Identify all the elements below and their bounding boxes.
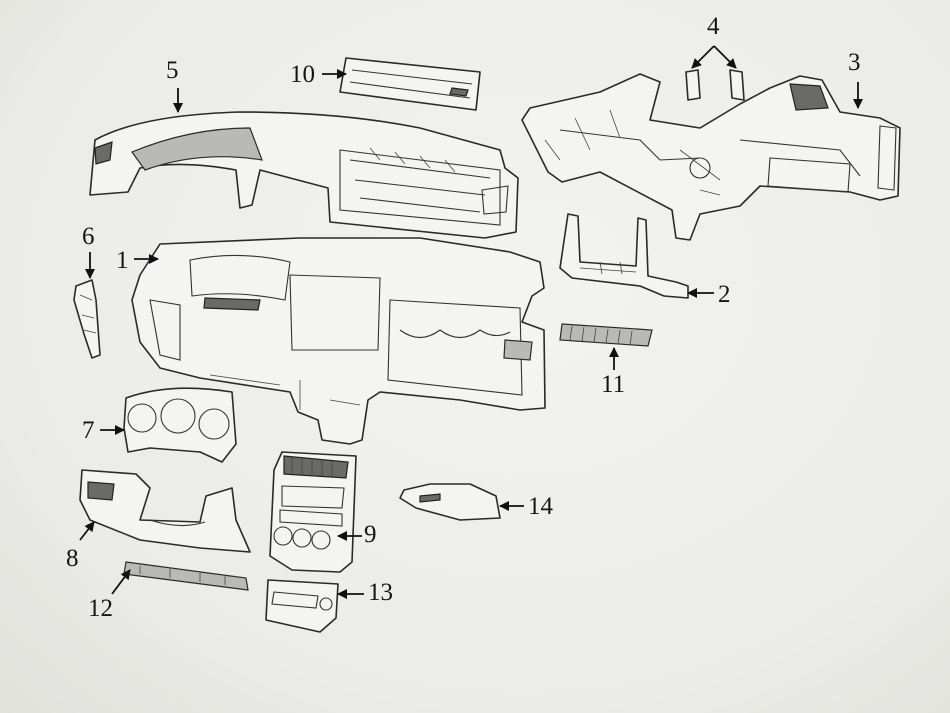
part-4-brackets: [685, 69, 745, 101]
callout-2: 2: [718, 281, 731, 308]
callout-8: 8: [66, 545, 79, 572]
part-9-center-bezel: [269, 451, 357, 573]
leader-4b: [713, 45, 737, 69]
callout-10: 10: [290, 61, 315, 88]
leader-4a: [691, 45, 715, 69]
leader-lines: [79, 45, 863, 599]
callout-3: 3: [848, 49, 861, 76]
callout-9: 9: [364, 521, 377, 548]
leader-8: [79, 521, 95, 541]
callout-13: 13: [368, 579, 393, 606]
part-13-lower-bezel: [265, 579, 339, 633]
callout-7: 7: [82, 417, 95, 444]
part-1-instrument-panel: [131, 237, 546, 445]
callout-14: 14: [528, 493, 553, 520]
callout-4: 4: [707, 13, 720, 40]
callout-6: 6: [82, 223, 95, 250]
part-3-crosscar-beam: [521, 73, 901, 241]
part-6-side-bracket: [73, 279, 101, 359]
part-2-support-bracket: [559, 213, 689, 299]
callout-1: 1: [116, 247, 129, 274]
part-8-lower-trim: [79, 469, 251, 553]
part-10-bin-lid: [339, 57, 481, 111]
callout-11: 11: [601, 371, 626, 398]
part-5-upper-panel-cover: [89, 111, 519, 239]
callout-5: 5: [166, 57, 179, 84]
part-7-cluster-bezel: [123, 387, 237, 463]
part-12-trim-strip: [123, 561, 249, 591]
leader-12: [111, 569, 131, 595]
part-11-duct: [559, 323, 653, 347]
callout-12: 12: [88, 595, 113, 622]
part-14-bin: [399, 483, 501, 521]
